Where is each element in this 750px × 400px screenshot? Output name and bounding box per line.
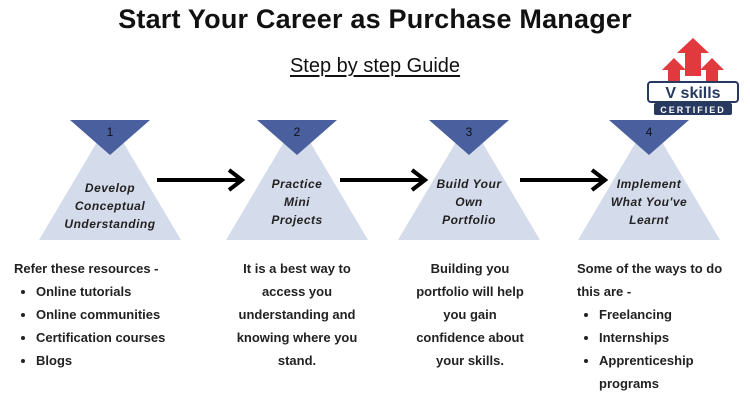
list-item: Certification courses xyxy=(36,326,204,349)
step-1-number: 1 xyxy=(107,125,114,139)
step-1-number-badge xyxy=(70,120,150,155)
step-1-resource-list: Online tutorials Online communities Cert… xyxy=(14,280,204,372)
step-1-label-line: Develop xyxy=(84,181,136,195)
step-1-triangle: 1 xyxy=(39,120,181,240)
step-3-label-line: Own xyxy=(455,195,483,209)
step-4-triangle: 4 xyxy=(578,120,720,240)
step-3-label-line: Build Your xyxy=(436,177,502,191)
step-3-number-badge xyxy=(429,120,509,155)
step-1-label: Develop Conceptual Understanding xyxy=(50,179,170,233)
step-1-intro: Refer these resources - xyxy=(14,261,159,276)
step-2-number-badge xyxy=(257,120,337,155)
text-line: portfolio will help xyxy=(416,284,524,299)
text-line: understanding and xyxy=(238,307,356,322)
text-line: knowing where you xyxy=(236,330,358,345)
logo-arrows-icon xyxy=(662,38,724,83)
step-4-number: 4 xyxy=(646,125,653,139)
text-line: stand. xyxy=(277,353,317,368)
logo-brand-text: V skills xyxy=(665,85,720,102)
step-3-label-line: Portfolio xyxy=(442,213,496,227)
step-1-label-line: Understanding xyxy=(64,217,156,231)
text-line: you gain xyxy=(443,307,497,322)
step-1-label-line: Conceptual xyxy=(74,199,146,213)
arrow-right-icon xyxy=(520,168,609,192)
list-item: Online communities xyxy=(36,303,204,326)
step-4-label-line: What You've xyxy=(610,195,688,209)
list-item: Blogs xyxy=(36,349,204,372)
text-line: your skills. xyxy=(436,353,504,368)
step-2-label: Practice Mini Projects xyxy=(237,175,357,229)
step-3-number: 3 xyxy=(466,125,473,139)
list-item: Online tutorials xyxy=(36,280,204,303)
page-subtitle: Step by step Guide xyxy=(289,55,461,77)
page-title: Start Your Career as Purchase Manager xyxy=(118,4,632,34)
step-4-intro: this are - xyxy=(577,284,632,299)
step-2-number: 2 xyxy=(294,125,301,139)
step-4-ways-list: Freelancing Internships Apprenticeship p… xyxy=(577,303,747,395)
text-line: It is a best way to xyxy=(243,261,351,276)
step-2-label-line: Practice xyxy=(271,177,323,191)
step-3-label: Build Your Own Portfolio xyxy=(409,175,529,229)
text-line: Building you xyxy=(430,261,510,276)
text-line: confidence about xyxy=(416,330,524,345)
step-3-description: Building you portfolio will help you gai… xyxy=(385,257,555,372)
step-4-description: Some of the ways to do this are - Freela… xyxy=(577,257,747,395)
list-item: Internships xyxy=(599,326,747,349)
step-4-label: Implement What You've Learnt xyxy=(589,175,709,229)
step-4-number-badge xyxy=(609,120,689,155)
step-3-triangle: 3 xyxy=(398,120,540,240)
text-line: access you xyxy=(261,284,333,299)
step-2-label-line: Projects xyxy=(271,213,323,227)
list-item: Freelancing xyxy=(599,303,747,326)
arrow-right-icon xyxy=(157,168,246,192)
step-1-description: Refer these resources - Online tutorials… xyxy=(14,257,204,372)
step-2-triangle: 2 xyxy=(226,120,368,240)
step-4-label-line: Implement xyxy=(616,177,682,191)
list-item: Apprenticeship programs xyxy=(599,349,699,395)
step-2-label-line: Mini xyxy=(284,195,310,209)
arrow-right-icon xyxy=(340,168,429,192)
vskills-logo: V skills CERTIFIED xyxy=(647,38,739,115)
logo-tagline-text: CERTIFIED xyxy=(660,105,726,115)
step-2-description: It is a best way to access you understan… xyxy=(212,257,382,372)
step-4-label-line: Learnt xyxy=(629,213,669,227)
step-4-intro: Some of the ways to do xyxy=(577,261,723,276)
